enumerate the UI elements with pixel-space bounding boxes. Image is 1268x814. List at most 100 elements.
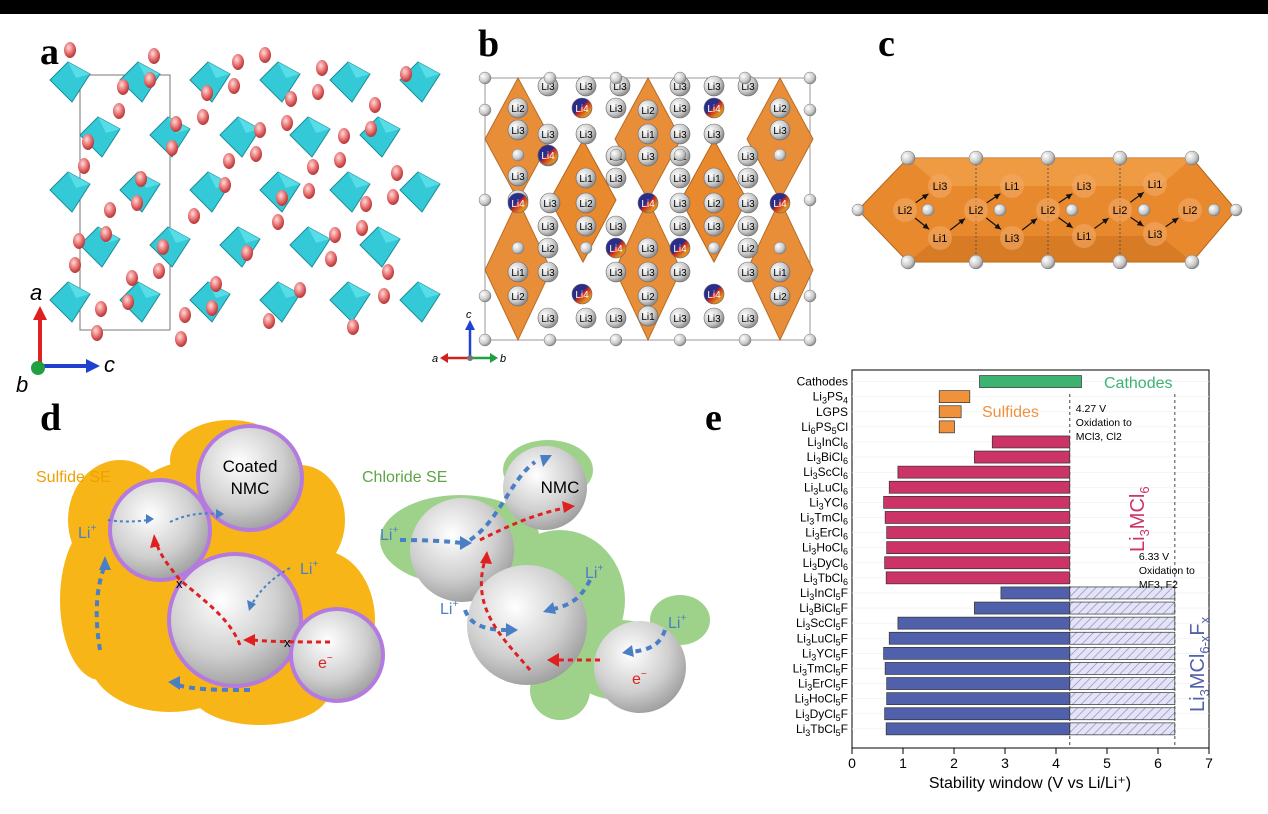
svg-text:Li1: Li1: [773, 268, 787, 279]
anion-atom: [210, 276, 222, 292]
b-atom-li4: Li4: [703, 97, 725, 119]
svg-text:Li3: Li3: [613, 82, 627, 93]
b-polyhedron: [680, 138, 748, 264]
b-atom-li2: Li2: [703, 192, 725, 214]
nmc-particle: [503, 446, 587, 530]
svg-text:Li3: Li3: [673, 268, 687, 279]
svg-text:Li4: Li4: [609, 244, 623, 255]
anion-atom: [338, 128, 350, 144]
anion-atom: [175, 331, 187, 347]
anion-atom: [360, 196, 372, 212]
bar-li3tbcl5f: [885, 722, 1071, 736]
sulfide-li-label-1: Li+: [78, 523, 96, 542]
anion-atom: [223, 153, 235, 169]
b-atom-li3: Li3: [537, 123, 559, 145]
svg-text:Li4: Li4: [575, 104, 589, 115]
svg-text:Li3: Li3: [541, 268, 555, 279]
c-anion-mid: [851, 203, 865, 217]
b-anion: [803, 103, 817, 117]
panel-label-b: b: [478, 23, 500, 65]
anion-atom: [100, 226, 112, 242]
svg-text:Li1: Li1: [1148, 179, 1163, 191]
b-anion: [673, 333, 687, 347]
nmc-label: NMC: [541, 478, 580, 497]
b-atom-li3: Li3: [703, 123, 725, 145]
y-label-li3sccl6: Li3ScCl6: [803, 465, 848, 481]
b-anion: [478, 193, 492, 207]
b-atom-li4: Li4: [605, 237, 627, 259]
anion-atom: [170, 116, 182, 132]
b-anion: [579, 241, 593, 255]
b-anion: [609, 333, 623, 347]
y-label-li3ps4: Li3PS4: [813, 390, 848, 406]
b-polyhedron: [484, 198, 552, 342]
b-atom-li3: Li3: [605, 261, 627, 283]
octahedron: [189, 171, 231, 213]
svg-text:Li3: Li3: [741, 152, 755, 163]
octahedron: [119, 61, 161, 103]
c-anion-mid: [993, 203, 1007, 217]
group-label-cathodes: Cathodes: [1104, 375, 1173, 392]
b-atom-li2: Li2: [637, 99, 659, 121]
chloride-li-label-3: Li+: [585, 563, 603, 582]
y-label-li3tbcl5f: Li3TbCl5F: [796, 722, 848, 738]
unit-cell-outline: [79, 74, 171, 331]
annotation-0-line-2: MCl3, Cl2: [1076, 431, 1122, 443]
bar-li3dycl6: [884, 556, 1071, 570]
b-anion: [478, 103, 492, 117]
svg-text:Li3: Li3: [707, 82, 721, 93]
svg-text:Li2: Li2: [511, 292, 525, 303]
c-anion-mid: [921, 203, 935, 217]
b-polyhedron: [746, 76, 814, 202]
anion-atom: [135, 171, 147, 187]
c-anion-top: [1184, 150, 1200, 166]
anion-atom: [82, 134, 94, 150]
b-polyhedron: [746, 198, 814, 342]
anion-atom: [276, 190, 288, 206]
y-label-li3tmcl6: Li3TmCl6: [800, 510, 848, 526]
bar-hatch-li3hocl5f: [1069, 692, 1176, 705]
b-atom-li3: Li3: [669, 261, 691, 283]
b-atom-li3: Li3: [737, 307, 759, 329]
svg-text:Li3: Li3: [579, 222, 593, 233]
c-anion-bottom: [1184, 254, 1200, 270]
bar-hatch-li3tmcl5f: [1069, 662, 1176, 675]
b-atom-li3: Li3: [605, 167, 627, 189]
panel-label-c: c: [878, 23, 895, 65]
b-atom-li3: Li3: [669, 192, 691, 214]
svg-text:Li1: Li1: [1005, 181, 1020, 193]
octahedron: [399, 171, 441, 213]
y-label-li3bicl5f: Li3BiCl5F: [799, 601, 848, 617]
b-polyhedron: [614, 76, 682, 202]
octahedron: [359, 226, 401, 268]
svg-text:Li3: Li3: [673, 104, 687, 115]
bar-li3hocl5f: [886, 692, 1071, 705]
y-label-li3lucl5f: Li3LuCl5F: [797, 631, 848, 647]
c-site-li3: Li3: [928, 174, 952, 198]
b-atom-li1: Li1: [575, 167, 597, 189]
svg-text:Li3: Li3: [609, 268, 623, 279]
y-label-li3dycl6: Li3DyCl6: [803, 556, 848, 572]
b-atom-li2: Li2: [769, 285, 791, 307]
anion-atom: [365, 121, 377, 137]
sulfide-li-label-2: Li+: [300, 559, 318, 578]
svg-text:Li2: Li2: [1041, 205, 1056, 217]
annotation-1-line-0: 6.33 V: [1139, 551, 1169, 563]
bar-li3ycl5f: [883, 647, 1071, 660]
b-anion: [773, 241, 787, 255]
b-anion: [738, 333, 752, 347]
bar-hatch-li3ycl5f: [1069, 647, 1176, 660]
anion-atom: [259, 47, 271, 63]
b-anion: [478, 333, 492, 347]
octahedron: [119, 281, 161, 323]
svg-text:Li4: Li4: [773, 199, 787, 210]
svg-text:Li2: Li2: [541, 244, 555, 255]
bar-li3ps4: [938, 390, 971, 403]
anion-atom: [113, 103, 125, 119]
svg-text:Li1: Li1: [933, 233, 948, 245]
anion-atom: [179, 307, 191, 323]
svg-text:Li3: Li3: [741, 82, 755, 93]
svg-text:Li4: Li4: [541, 151, 555, 162]
c-anion-mid: [1229, 203, 1243, 217]
